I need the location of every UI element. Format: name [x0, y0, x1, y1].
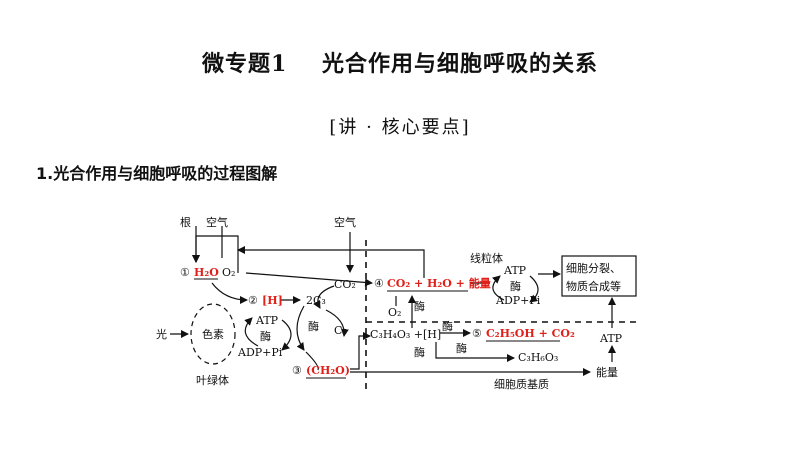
- arrow-to-lactate: [435, 342, 515, 362]
- mito-arc-right: [529, 275, 539, 303]
- label-atp-left: ATP: [255, 314, 279, 327]
- label-pigment: 色素: [202, 327, 224, 341]
- label-enzyme-right: 酶: [510, 280, 521, 293]
- label-air-top: 空气: [334, 215, 356, 229]
- calvin-arc-right: [325, 309, 349, 337]
- arrow-o2-to-4: [245, 272, 373, 287]
- label-atp-bottom: ATP: [599, 332, 623, 345]
- label-c5: C₅: [334, 324, 347, 337]
- label-cytoplasm: 细胞质基质: [494, 378, 549, 391]
- arrow-co2-to-c3: [313, 285, 335, 309]
- label-ch2o: (CH₂O): [306, 364, 350, 377]
- arrow-co2-return: [237, 246, 425, 278]
- label-n2: ②: [248, 294, 258, 307]
- label-adp-left: ADP+Pi: [237, 346, 283, 359]
- label-cell-activities-2: 物质合成等: [566, 279, 621, 293]
- label-2c3: 2C₃: [306, 294, 326, 307]
- cell-activities-box: [561, 255, 637, 297]
- label-n3: ③: [292, 364, 302, 377]
- label-n4: ④: [374, 277, 384, 290]
- atp-arc-left: [244, 317, 259, 347]
- label-adp-right: ADP+Pi: [495, 294, 541, 307]
- label-energy: 能量: [596, 365, 618, 379]
- page-subtitle: [讲 · 核心要点]: [329, 117, 471, 138]
- mito-arc-left: [492, 275, 505, 301]
- page-title: 微专题1 光合作用与细胞呼吸的关系: [202, 51, 598, 77]
- calvin-arc-left: [296, 305, 305, 351]
- section-heading: 1.光合作用与细胞呼吸的过程图解: [36, 164, 278, 183]
- label-enzyme-calvin: 酶: [308, 320, 319, 333]
- label-air-left: 空气: [206, 215, 228, 229]
- label-h: [H]: [262, 294, 283, 307]
- label-enzyme-4: 酶: [414, 300, 425, 313]
- label-enzyme-5b: 酶: [414, 346, 425, 359]
- label-o2-b: O₂: [388, 306, 401, 319]
- label-h2o: H₂O: [194, 266, 219, 279]
- label-light: 光: [156, 327, 167, 341]
- label-mitochondria: 线粒体: [470, 251, 503, 265]
- chloroplast-ellipse: [190, 303, 236, 365]
- label-co2: CO₂: [334, 278, 356, 291]
- label-enzyme-6: 酶: [456, 342, 467, 355]
- label-root: 根: [180, 215, 191, 229]
- label-enzyme-left: 酶: [260, 330, 271, 343]
- label-pyruvate-h: C₃H₄O₃ +[H]: [370, 328, 441, 341]
- arrow-h2o-to-h: [211, 282, 248, 304]
- label-lactate: C₃H₆O₃: [518, 351, 558, 364]
- label-atp-right: ATP: [503, 264, 527, 277]
- label-o2-a: O₂: [222, 266, 235, 279]
- label-n1: ①: [180, 266, 190, 279]
- calvin-arc-to-ch2o: [305, 351, 319, 371]
- atp-arc-right: [281, 319, 292, 351]
- label-cell-activities-1: 细胞分裂、: [566, 262, 621, 275]
- label-enzyme-5a: 酶: [442, 320, 453, 333]
- arrow-ch2o-to-pyruvate: [350, 332, 371, 370]
- label-eq5: C₂H₅OH + CO₂: [486, 327, 575, 340]
- label-chloroplast: 叶绿体: [196, 373, 229, 387]
- label-n5: ⑤: [472, 327, 482, 340]
- label-eq4: CO₂ + H₂O + 能量: [387, 276, 491, 290]
